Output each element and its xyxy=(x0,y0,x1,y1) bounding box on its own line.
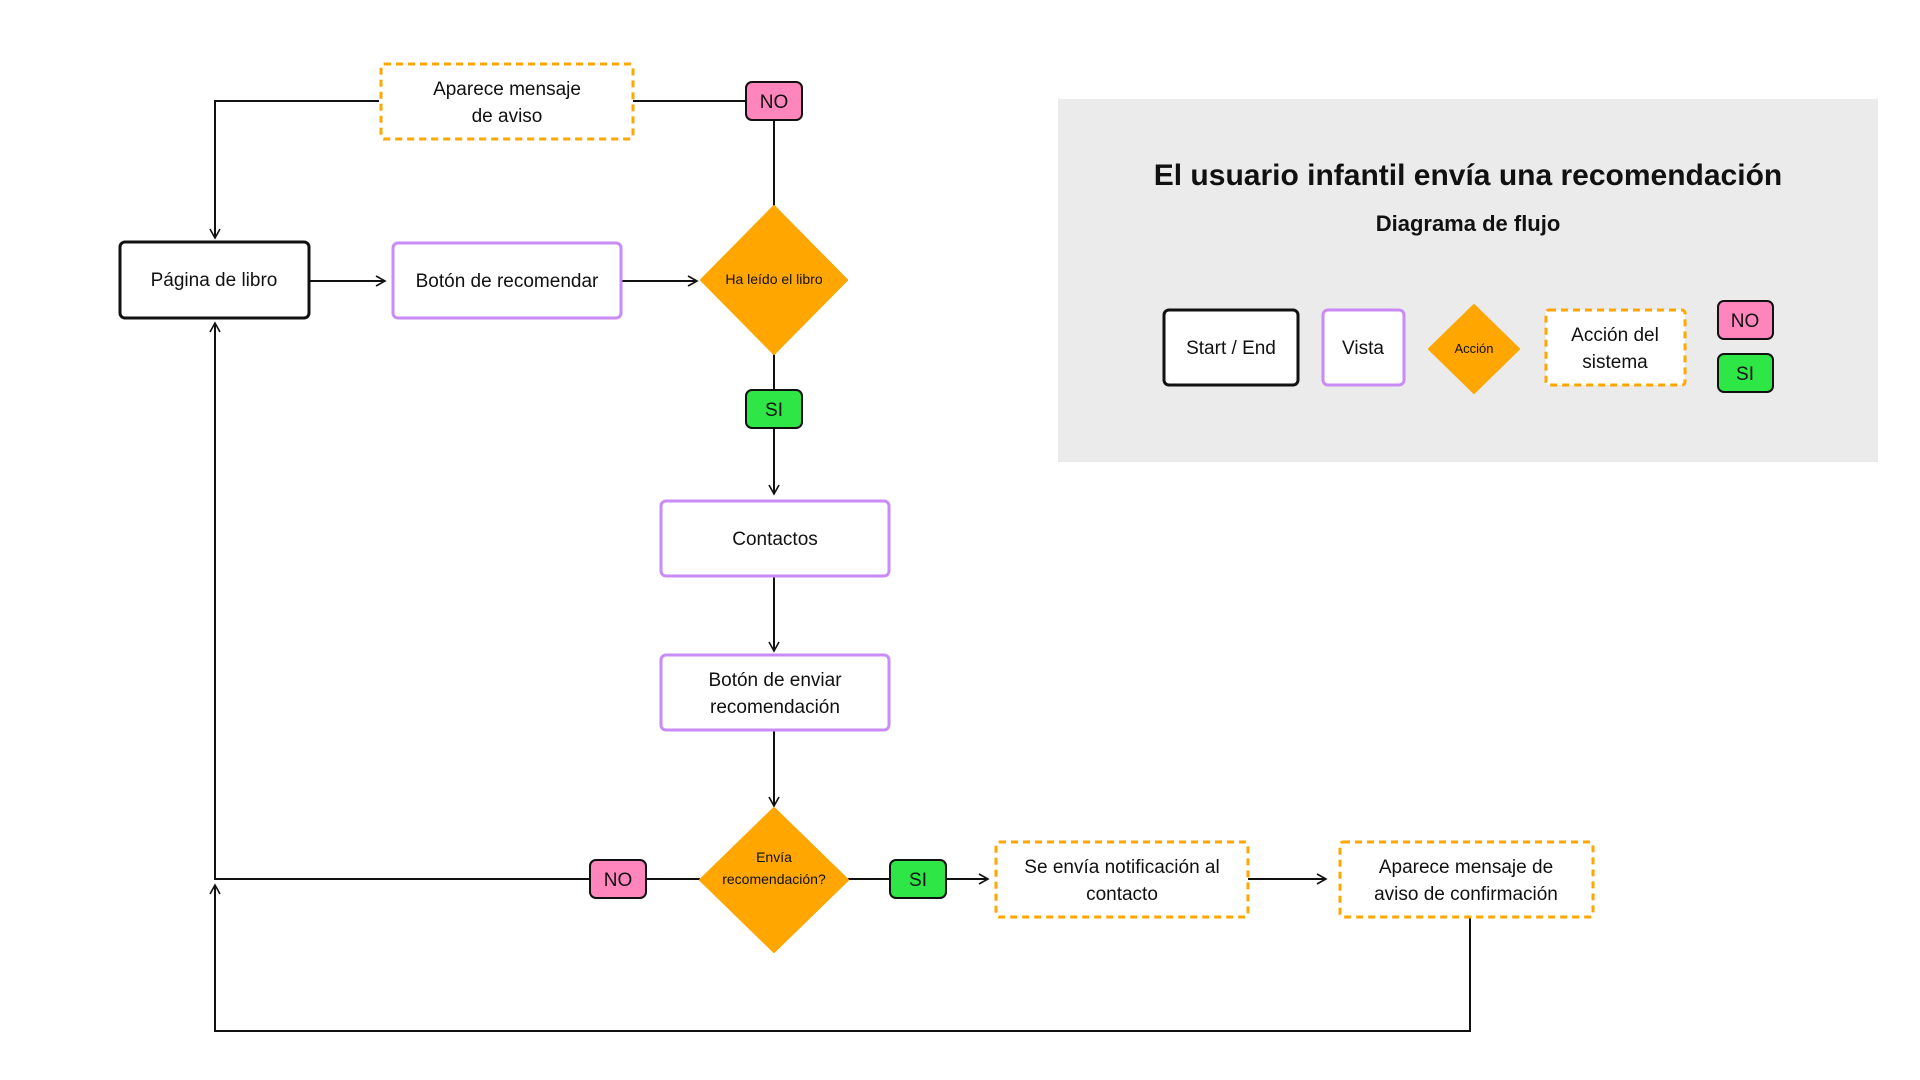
node-aparece-mensaje-de-confirmacion: Aparece mensaje de aviso de confirmación xyxy=(1338,840,1595,919)
node-confirmacion-line2: aviso de confirmación xyxy=(1374,884,1558,905)
node-ha-leido-el-libro-label: Ha leído el libro xyxy=(725,271,822,287)
badge-si-mid-label: SI xyxy=(765,400,783,421)
node-boton-de-enviar-line1: Botón de enviar xyxy=(708,670,842,691)
legend-sistema-line1: Acción del xyxy=(1571,325,1659,346)
legend-accion-label: Acción xyxy=(1454,341,1493,356)
legend-sistema-line2: sistema xyxy=(1582,352,1648,373)
badge-no-top: NO xyxy=(745,81,803,121)
node-se-envia-notificacion: Se envía notificación al contacto xyxy=(994,840,1250,919)
node-ha-leido-el-libro: Ha leído el libro xyxy=(700,205,848,355)
node-aparece-mensaje-de-aviso: Aparece mensaje de aviso xyxy=(379,62,635,141)
legend-accion-del-sistema: Acción del sistema xyxy=(1544,308,1687,387)
legend-title: El usuario infantil envía una recomendac… xyxy=(1154,159,1782,192)
node-contactos: Contactos xyxy=(659,499,891,578)
node-contactos-label: Contactos xyxy=(732,529,818,550)
connector-aviso-to-pagina xyxy=(209,100,379,240)
node-notificacion-line1: Se envía notificación al xyxy=(1024,857,1219,878)
badge-si-bottom-label: SI xyxy=(909,870,927,891)
connector-no-to-pagina xyxy=(209,321,590,880)
legend-no-badge: NO xyxy=(1717,300,1774,340)
legend-vista: Vista xyxy=(1321,308,1406,387)
connector-confirmacion-to-pagina xyxy=(209,883,1471,1032)
connectors xyxy=(209,100,1471,1032)
badge-si-mid: SI xyxy=(745,389,803,429)
node-envia-line1: Envía xyxy=(756,849,792,865)
legend-start-end: Start / End xyxy=(1162,308,1300,387)
legend-panel: El usuario infantil envía una recomendac… xyxy=(1058,99,1878,462)
legend-no-label: NO xyxy=(1731,311,1760,332)
node-pagina-de-libro: Página de libro xyxy=(118,240,311,320)
legend-start-end-label: Start / End xyxy=(1186,338,1276,359)
node-envia-recomendacion: Envía recomendación? xyxy=(699,807,849,953)
legend-accion: Acción xyxy=(1428,304,1520,394)
legend-si-label: SI xyxy=(1736,364,1754,385)
badge-no-bottom: NO xyxy=(589,859,647,899)
legend-subtitle: Diagrama de flujo xyxy=(1376,211,1561,236)
node-boton-de-recomendar: Botón de recomendar xyxy=(391,241,623,320)
legend-vista-label: Vista xyxy=(1342,338,1384,359)
node-boton-de-enviar-recomendacion: Botón de enviar recomendación xyxy=(659,653,891,732)
legend-si-badge: SI xyxy=(1717,353,1774,393)
badge-no-top-label: NO xyxy=(760,92,789,113)
node-aparece-mensaje-de-aviso-line1: Aparece mensaje xyxy=(433,79,581,100)
badge-no-bottom-label: NO xyxy=(604,870,633,891)
node-confirmacion-line1: Aparece mensaje de xyxy=(1379,857,1553,878)
node-boton-de-enviar-line2: recomendación xyxy=(710,697,840,718)
node-boton-de-recomendar-label: Botón de recomendar xyxy=(416,271,599,292)
node-aparece-mensaje-de-aviso-line2: de aviso xyxy=(472,106,543,127)
badge-si-bottom: SI xyxy=(889,859,947,899)
node-envia-line2: recomendación? xyxy=(722,871,826,887)
node-pagina-de-libro-label: Página de libro xyxy=(151,270,278,291)
node-notificacion-line2: contacto xyxy=(1086,884,1158,905)
